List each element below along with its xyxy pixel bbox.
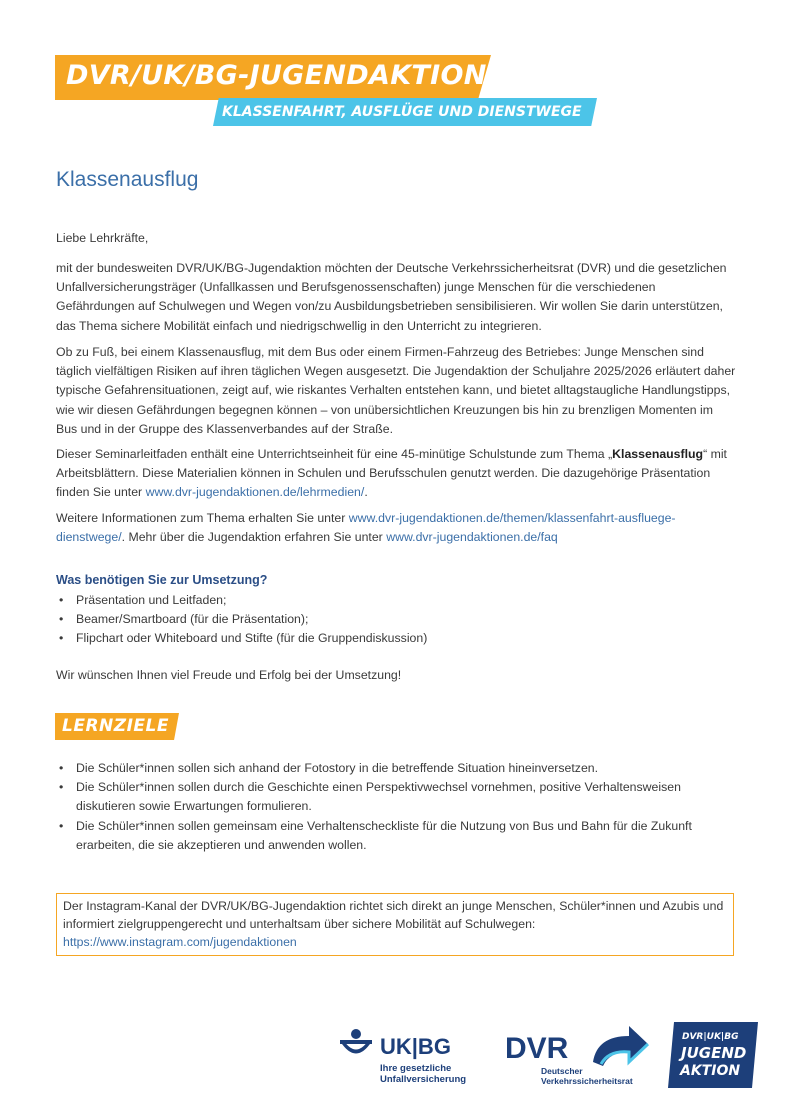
requirements-heading: Was benötigen Sie zur Umsetzung? (56, 573, 268, 587)
jugendaktion-badge-icon: DVR|UK|BG JUGEND AKTION (668, 1022, 758, 1088)
paragraph-2: Ob zu Fuß, bei einem Klassenausflug, mit… (56, 343, 736, 439)
ukbg-line2: Unfallversicherung (380, 1074, 466, 1085)
greeting: Liebe Lehrkräfte, (56, 229, 736, 248)
paragraph-3-post: . (364, 485, 368, 500)
dvr-symbol-icon: DVR Deutscher Verkehrssicherheitsrat (505, 1026, 650, 1086)
instagram-info-box: Der Instagram-Kanal der DVR/UK/BG-Jugend… (56, 893, 734, 956)
ukbg-logo: UK|BG Ihre gesetzliche Unfallversicherun… (338, 1028, 488, 1088)
paragraph-3: Dieser Seminarleitfaden enthält eine Unt… (56, 445, 736, 503)
header-subtitle: KLASSENFAHRT, AUSFLÜGE UND DIENSTWEGE (222, 104, 582, 120)
paragraph-3-topic: Klassenausflug (612, 447, 704, 461)
lernziele-banner (55, 713, 179, 740)
list-item: Flipchart oder Whiteboard und Stifte (fü… (56, 629, 736, 648)
dvr-name: DVR (505, 1032, 569, 1065)
faq-link[interactable]: www.dvr-jugendaktionen.de/faq (386, 530, 558, 545)
requirements-list: Präsentation und Leitfaden; Beamer/Smart… (56, 591, 736, 649)
paragraph-3-mid: “ mit Arbeitsblättern. Diese Materialien… (56, 447, 727, 500)
paragraph-2-text: Ob zu Fuß, bei einem Klassenausflug, mit… (56, 345, 736, 436)
paragraph-3-pre: Dieser Seminarleitfaden enthält eine Unt… (56, 447, 613, 461)
header-title: DVR/UK/BG-JUGENDAKTION (66, 60, 487, 91)
list-item: Die Schüler*innen sollen gemeinsam eine … (56, 817, 736, 855)
dvr-line2: Verkehrssicherheitsrat (541, 1076, 633, 1086)
jugend-line3: AKTION (679, 1063, 740, 1079)
header-subtitle-banner (213, 98, 597, 126)
jugend-line1: DVR|UK|BG (682, 1032, 738, 1042)
dvr-logo: DVR Deutscher Verkehrssicherheitsrat (505, 1022, 650, 1087)
ukbg-name: UK|BG (380, 1034, 451, 1059)
paragraph-1: mit der bundesweiten DVR/UK/BG-Jugendakt… (56, 259, 736, 336)
list-item: Beamer/Smartboard (für die Präsentation)… (56, 610, 736, 629)
paragraph-4: Weitere Informationen zum Thema erhalten… (56, 509, 736, 547)
lehrmedien-link[interactable]: www.dvr-jugendaktionen.de/lehrmedien/ (145, 485, 365, 500)
instagram-link[interactable]: https://www.instagram.com/jugendaktionen (63, 935, 297, 949)
header-title-banner (55, 55, 491, 100)
dvr-line1: Deutscher (541, 1066, 583, 1076)
ukbg-line1: Ihre gesetzliche (380, 1063, 451, 1074)
jugend-line2: JUGEND (678, 1044, 746, 1062)
closing: Wir wünschen Ihnen viel Freude und Erfol… (56, 666, 736, 685)
themen-link[interactable]: www.dvr-jugendaktionen.de/themen/klassen… (56, 511, 676, 545)
paragraph-4-pre: Weitere Informationen zum Thema erhalten… (56, 511, 349, 525)
list-item: Die Schüler*innen sollen sich anhand der… (56, 759, 736, 778)
paragraph-4-mid: . Mehr über die Jugendaktion erfahren Si… (121, 530, 387, 545)
closing-text: Wir wünschen Ihnen viel Freude und Erfol… (56, 668, 402, 682)
greeting-text: Liebe Lehrkräfte, (56, 231, 149, 245)
list-item: Präsentation und Leitfaden; (56, 591, 736, 610)
lernziele-list: Die Schüler*innen sollen sich anhand der… (56, 759, 736, 855)
page-title: Klassenausflug (56, 168, 199, 191)
paragraph-1-text: mit der bundesweiten DVR/UK/BG-Jugendakt… (56, 261, 727, 333)
ukbg-symbol-icon: UK|BG Ihre gesetzliche Unfallversicherun… (340, 1029, 466, 1085)
lernziele-heading: LERNZIELE (62, 716, 169, 736)
list-item: Die Schüler*innen sollen durch die Gesch… (56, 778, 736, 816)
instagram-text: Der Instagram-Kanal der DVR/UK/BG-Jugend… (63, 899, 724, 931)
jugendaktion-logo: DVR|UK|BG JUGEND AKTION (668, 1022, 758, 1088)
